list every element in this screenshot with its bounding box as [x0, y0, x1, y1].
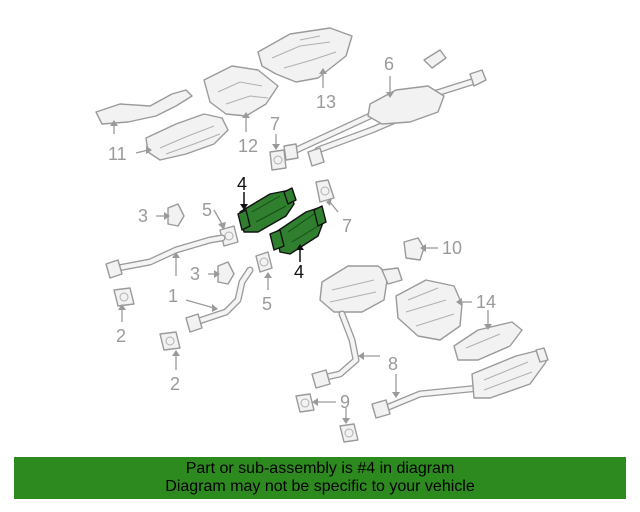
arrow-2b: [172, 350, 180, 356]
arrow-1b: [212, 304, 218, 312]
leader-1b: [185, 299, 215, 309]
arrow-9b: [342, 418, 350, 424]
callout-14: 14: [476, 292, 496, 312]
part-5-gasket-lower[interactable]: [255, 251, 273, 273]
arrow-8a: [358, 352, 364, 360]
arrow-5b: [264, 272, 272, 278]
part-1-front-pipe[interactable]: [105, 234, 254, 333]
part-9-gasket-upper[interactable]: [295, 393, 315, 413]
part-8-rear-muffler-assembly[interactable]: [311, 265, 549, 419]
arrow-11a: [110, 120, 118, 126]
arrow-7b: [326, 198, 332, 206]
part-6-center-pipe[interactable]: [283, 49, 487, 167]
callout-7b: 7: [342, 216, 352, 236]
arrow-6: [386, 92, 394, 98]
arrow-4a: [240, 204, 248, 210]
part-4-catalytic-converter-lower[interactable]: [269, 205, 327, 255]
arrow-14a: [456, 298, 462, 306]
callout-13: 13: [316, 92, 336, 112]
arrow-2a: [118, 304, 126, 310]
arrow-4b: [296, 244, 304, 250]
callout-8: 8: [388, 354, 398, 374]
part-2-gasket-left[interactable]: [113, 287, 135, 307]
arrow-12: [242, 112, 250, 118]
callout-1: 1: [168, 286, 178, 306]
callout-3b: 3: [190, 264, 200, 284]
callout-3a: 3: [138, 206, 148, 226]
part-9-gasket-lower[interactable]: [339, 423, 359, 443]
exhaust-parts-diagram: 13 12 11 6 7 7: [95, 27, 549, 443]
arrow-10: [420, 244, 426, 252]
part-11-heat-shield[interactable]: [95, 89, 229, 161]
callout-4b: 4: [294, 262, 304, 282]
part-3-hanger-upper[interactable]: [167, 203, 185, 227]
leader-7b: [329, 201, 339, 213]
banner-line-2: Diagram may not be specific to your vehi…: [165, 478, 475, 495]
part-2-gasket-right[interactable]: [159, 331, 181, 351]
callout-11: 11: [108, 144, 127, 164]
part-3-hanger-lower[interactable]: [217, 261, 235, 285]
arrow-5a: [218, 222, 226, 230]
arrow-3b: [214, 270, 220, 278]
leader-5a: [213, 209, 223, 225]
part-12-heat-shield[interactable]: [203, 65, 279, 117]
arrow-1a: [172, 252, 180, 258]
arrow-14b: [484, 324, 492, 330]
part-4-catalytic-converter-upper[interactable]: [237, 187, 297, 233]
part-13-heat-shield[interactable]: [257, 27, 353, 83]
callout-7a: 7: [270, 114, 280, 134]
callout-9: 9: [340, 392, 350, 412]
callout-2a: 2: [116, 326, 126, 346]
banner-line-1: Part or sub-assembly is #4 in diagram: [185, 460, 455, 477]
arrow-9a: [312, 398, 318, 406]
part-14-heat-shield[interactable]: [395, 279, 523, 361]
callout-4a: 4: [237, 174, 247, 194]
arrow-7a: [272, 144, 280, 150]
callout-5a: 5: [202, 200, 212, 220]
arrow-13: [319, 68, 327, 74]
callout-2b: 2: [170, 374, 180, 394]
callout-12: 12: [238, 136, 258, 156]
part-7-gasket-lower[interactable]: [315, 179, 335, 203]
info-banner: Part or sub-assembly is #4 in diagram Di…: [14, 457, 626, 499]
arrow-11b: [146, 146, 152, 154]
callout-5b: 5: [262, 294, 272, 314]
part-7-gasket-upper[interactable]: [269, 149, 287, 171]
part-10-hanger-bracket[interactable]: [403, 237, 425, 261]
callout-6: 6: [384, 54, 394, 74]
arrow-3a: [164, 212, 170, 220]
arrow-8b: [392, 392, 400, 398]
callout-10: 10: [442, 238, 462, 258]
